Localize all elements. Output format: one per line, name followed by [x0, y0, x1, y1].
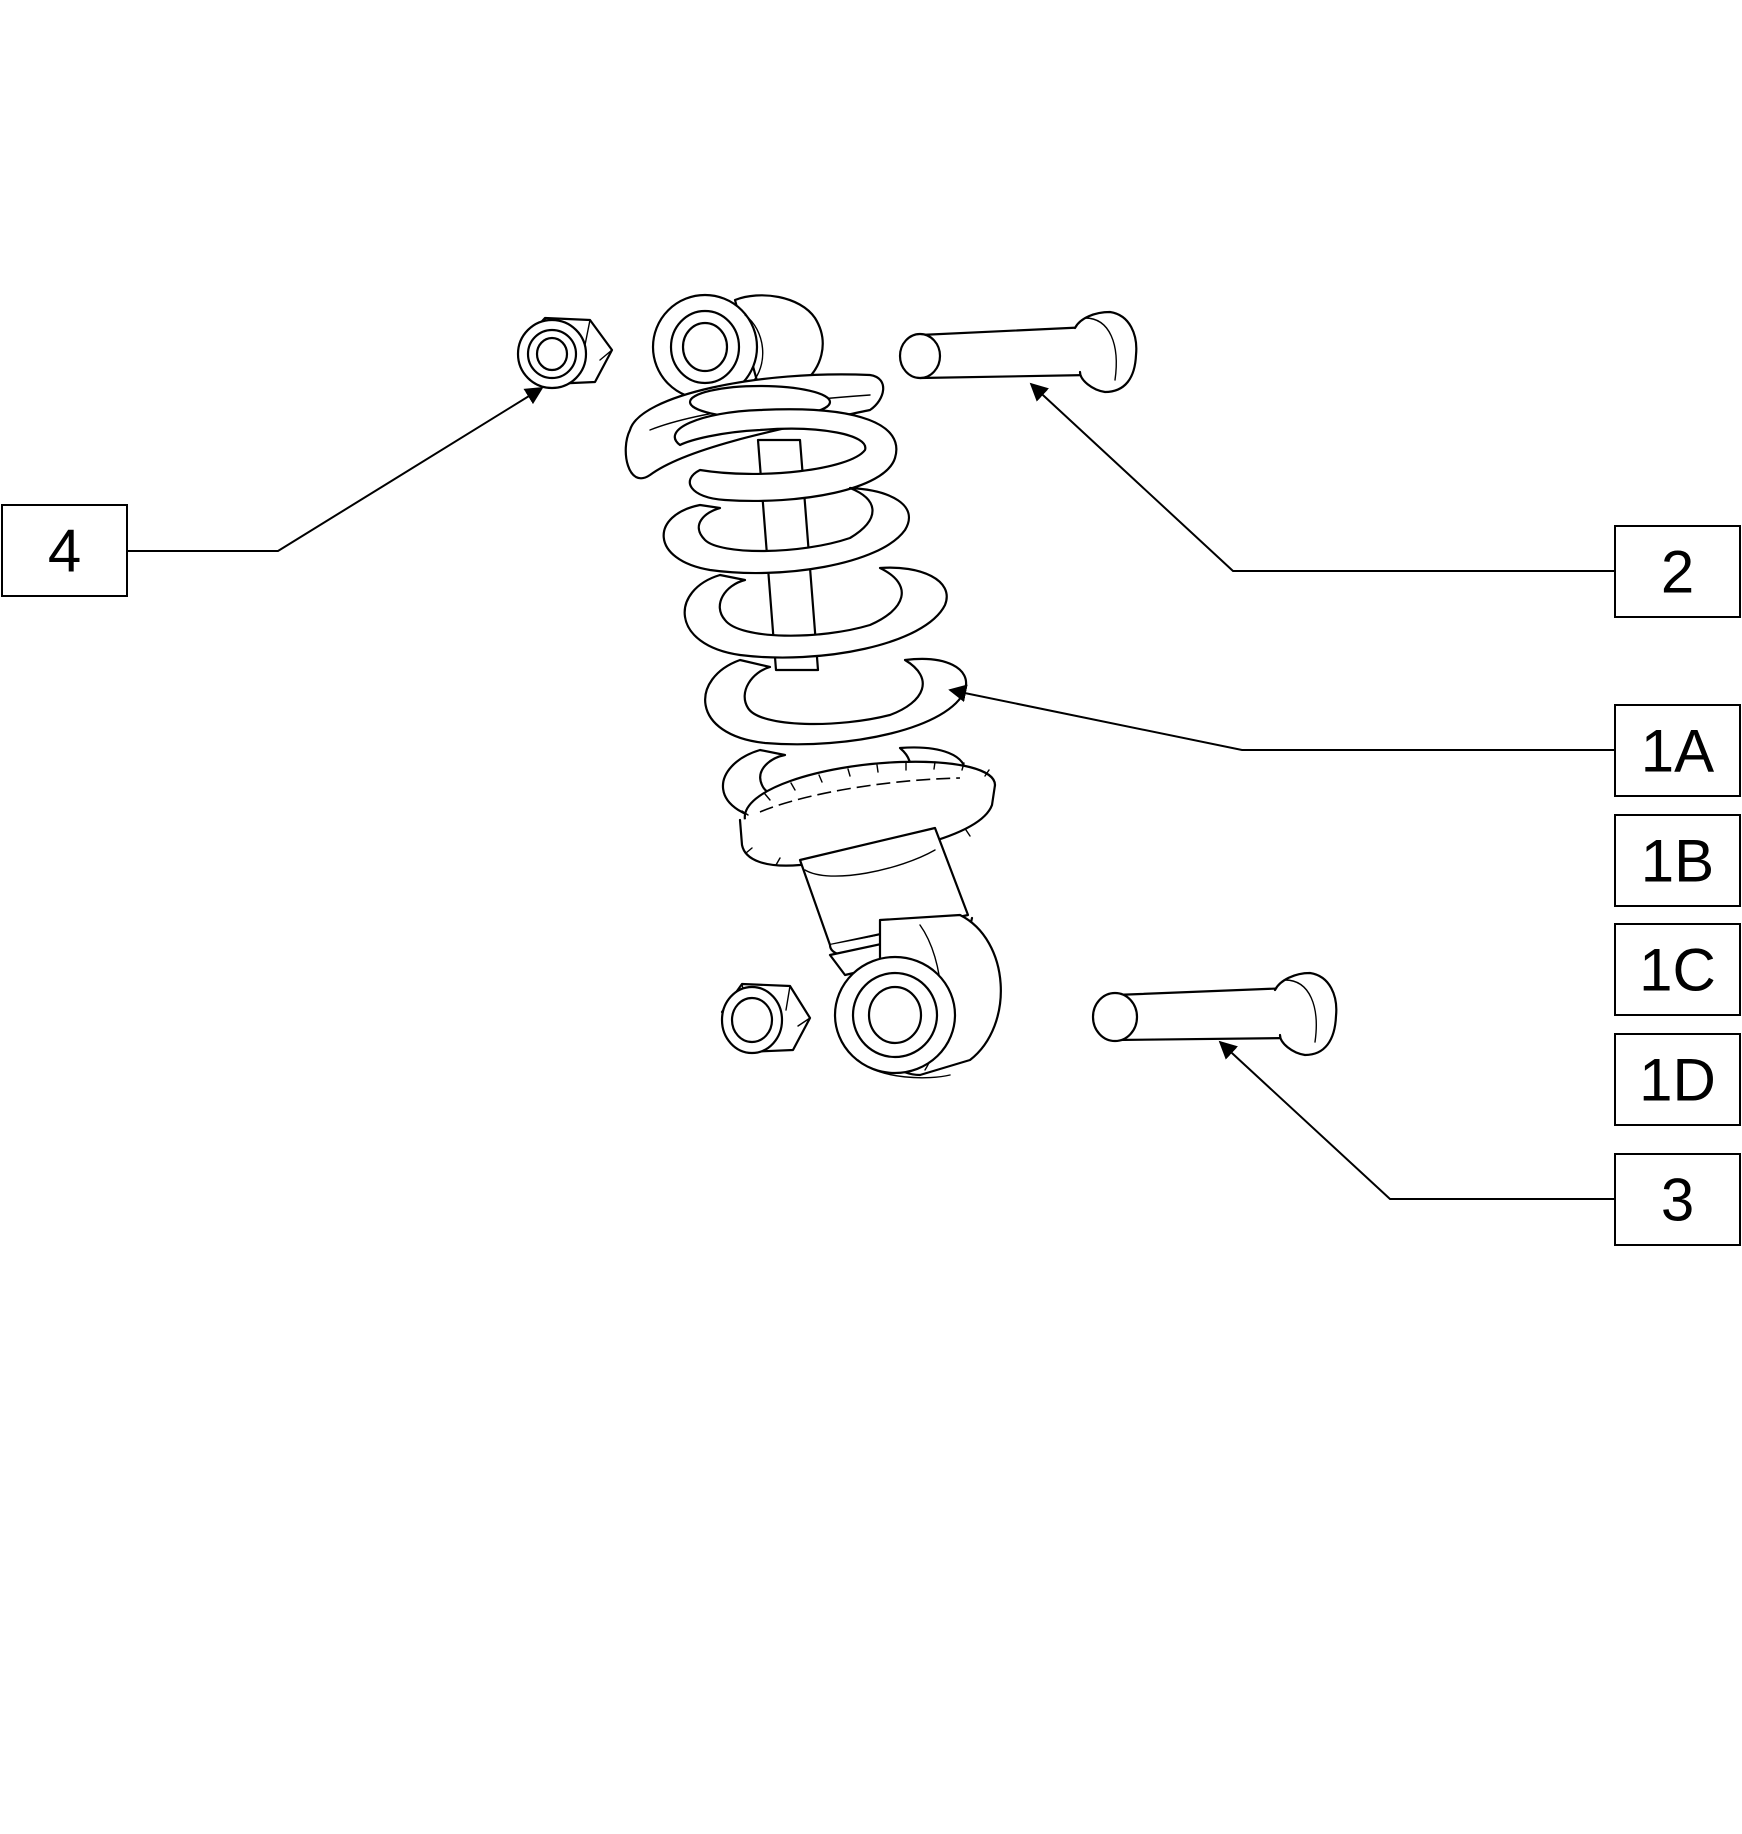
lower-nut [720, 982, 812, 1055]
callout-1d: 1D [1614, 1033, 1741, 1126]
callout-2: 2 [1614, 525, 1741, 618]
callout-4-label: 4 [48, 518, 81, 585]
callout-4: 4 [1, 504, 128, 597]
callout-1a-label: 1A [1641, 718, 1714, 785]
callout-1b-label: 1B [1641, 828, 1714, 895]
lower-bolt [1091, 971, 1338, 1057]
upper-nut [516, 316, 614, 390]
leader-4 [127, 387, 544, 552]
callout-1c: 1C [1614, 923, 1741, 1016]
leader-3 [1218, 1040, 1615, 1200]
callout-1c-label: 1C [1639, 937, 1716, 1004]
upper-eyelet [651, 293, 824, 401]
callout-1d-label: 1D [1639, 1047, 1716, 1114]
leader-lines [127, 382, 1615, 1200]
callout-3: 3 [1614, 1153, 1741, 1246]
leader-2 [1029, 382, 1615, 572]
callout-2-label: 2 [1661, 539, 1694, 606]
leader-1a [948, 684, 1615, 751]
lower-eyelet [833, 913, 1002, 1079]
callout-1b: 1B [1614, 814, 1741, 907]
callout-1a: 1A [1614, 704, 1741, 797]
shock-absorber [624, 293, 1002, 1079]
callout-3-label: 3 [1661, 1167, 1694, 1234]
upper-bolt [898, 310, 1138, 394]
